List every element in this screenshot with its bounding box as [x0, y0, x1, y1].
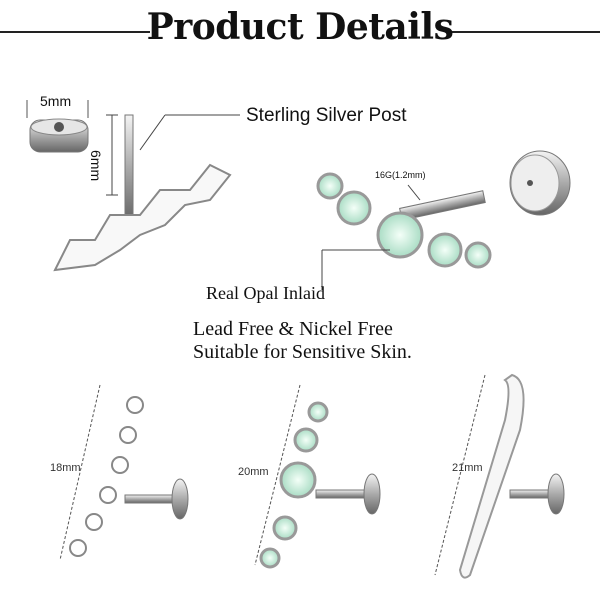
feature-line-2: Suitable for Sensitive Skin. [193, 341, 412, 363]
gauge-label: 16G(1.2mm) [375, 170, 426, 180]
feature-line-1: Lead Free & Nickel Free [193, 318, 393, 340]
screw-back-5mm [26, 100, 89, 153]
post-length-label: 6mm [88, 150, 104, 182]
screw-back-disc [509, 150, 571, 216]
page-title: Product Details [146, 6, 454, 48]
title-rule-left [0, 31, 150, 33]
outline-cz-stud [53, 114, 240, 272]
size-label-cz: 18mm [50, 462, 81, 474]
bar-crawler-earring [434, 373, 565, 579]
back-width-label: 5mm [40, 93, 72, 109]
size-label-opal: 20mm [238, 466, 269, 478]
cz-crawler-earring [59, 384, 189, 561]
title-rule-right [450, 31, 600, 33]
size-label-bar: 21mm [452, 462, 483, 474]
inlay-label: Real Opal Inlaid [206, 283, 325, 303]
opal-stud [316, 172, 492, 290]
opal-crawler-earring [254, 384, 381, 569]
post-material-label: Sterling Silver Post [246, 105, 407, 126]
